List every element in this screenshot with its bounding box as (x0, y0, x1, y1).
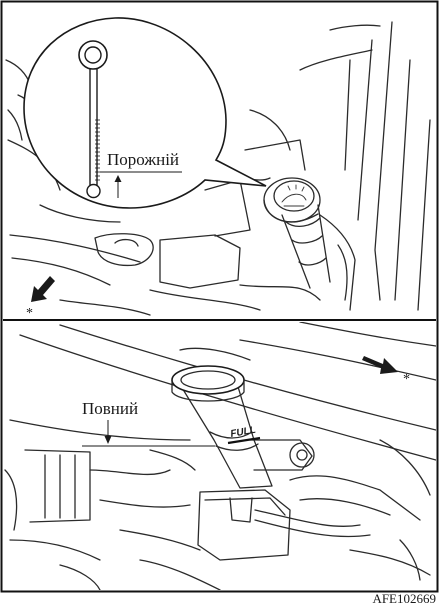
filler-neck-cap (172, 366, 244, 394)
asterisk-marker-top: * (26, 306, 33, 321)
figure-code: AFE102669 (372, 591, 436, 606)
asterisk-marker-bottom: * (403, 372, 410, 387)
label-full: Повний (82, 399, 138, 418)
label-empty: Порожній (107, 150, 179, 169)
